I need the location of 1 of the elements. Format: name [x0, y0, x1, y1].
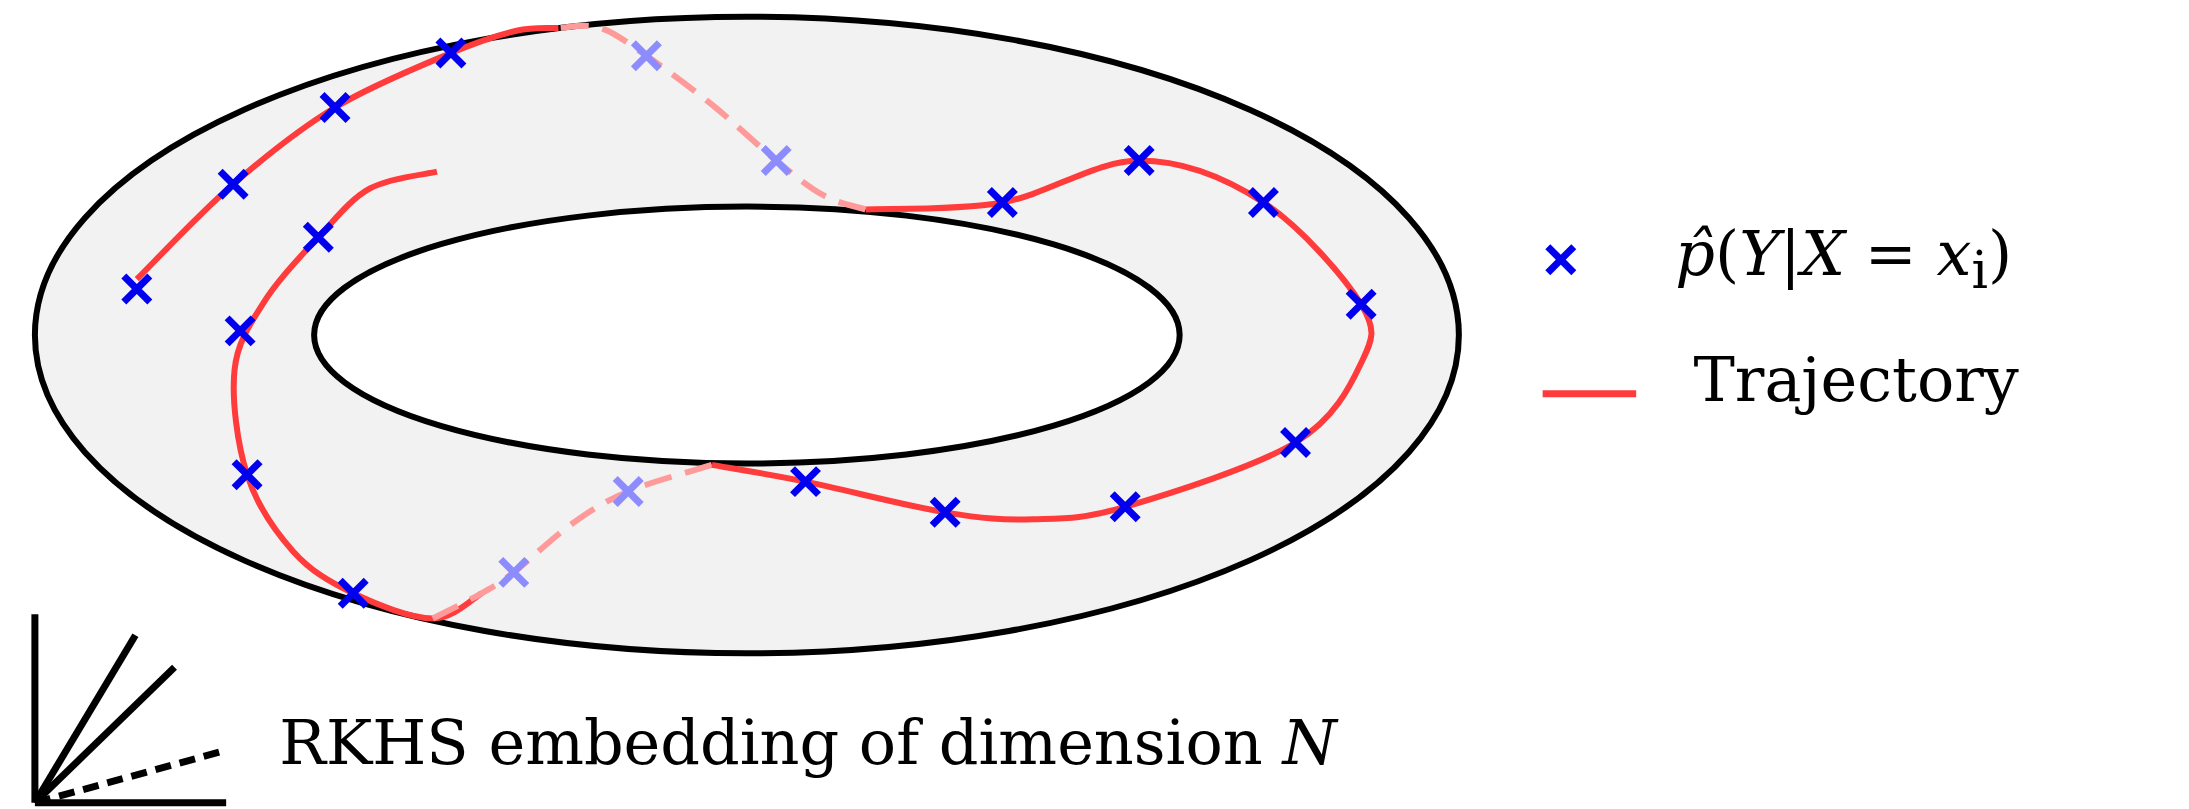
legend-text: p̂(Y|X = x$_{i}$) [1675, 223, 2013, 298]
